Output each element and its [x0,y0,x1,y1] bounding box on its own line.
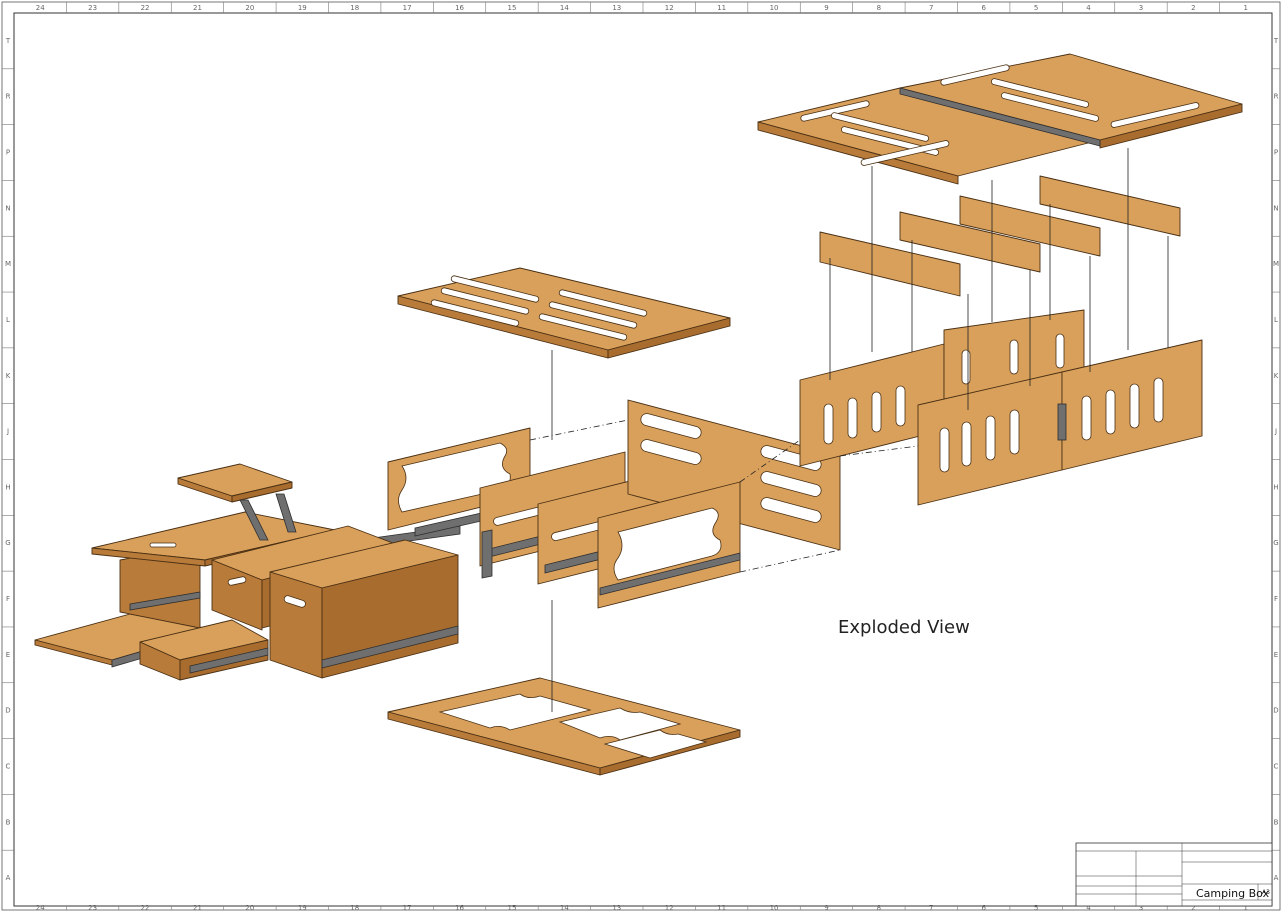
zone-label-bottom: 4 [1086,904,1091,912]
zone-label-right: T [1273,37,1279,45]
zone-label-bottom: 14 [560,904,569,912]
title-block: Camping Box A3 [1075,842,1273,907]
zone-label-right: M [1273,260,1279,268]
right-cross-bars [819,175,1181,297]
zone-label-bottom: 24 [36,904,45,912]
right-side-panels [799,309,1203,506]
zone-label-top: 12 [665,4,674,12]
zone-label-top: 11 [717,4,726,12]
zone-label-top: 6 [981,4,986,12]
zone-label-bottom: 13 [612,904,621,912]
zone-label-left: R [6,93,11,101]
zone-label-left: F [6,595,10,603]
zone-label-top: 13 [612,4,621,12]
assembled-camping-box [34,463,461,681]
zone-label-top: 8 [877,4,881,12]
zone-label-top: 15 [507,4,516,12]
zone-label-bottom: 6 [981,904,986,912]
zone-label-bottom: 5 [1034,904,1038,912]
zone-label-top: 10 [770,4,779,12]
zone-label-left: E [6,651,10,659]
zone-label-top: 22 [141,4,150,12]
assembly-leader-lines [529,148,1169,712]
zone-label-bottom: 18 [350,904,359,912]
zone-label-top: 17 [403,4,412,12]
zone-label-right: F [1274,595,1278,603]
zone-label-bottom: 9 [824,904,828,912]
zone-label-top: 24 [36,4,45,12]
zone-label-bottom: 7 [929,904,933,912]
zone-label-right: E [1274,651,1278,659]
zone-label-left: N [5,204,10,212]
zone-label-bottom: 21 [193,904,202,912]
zone-label-top: 2 [1191,4,1195,12]
zone-label-bottom: 10 [770,904,779,912]
zone-label-left: J [6,428,9,436]
zone-label-right: H [1273,483,1278,491]
zone-label-left: L [6,316,10,324]
zone-label-bottom: 8 [877,904,881,912]
zone-label-right: L [1274,316,1278,324]
zone-label-top: 21 [193,4,202,12]
zone-label-right: P [1274,149,1278,157]
zone-label-left: A [6,874,11,882]
zone-label-bottom: 3 [1139,904,1143,912]
zone-label-right: B [1274,818,1279,826]
zone-label-right: D [1273,707,1278,715]
title-block-sheet-size: A3 [1262,889,1270,896]
zone-label-left: D [5,707,10,715]
zone-label-top: 19 [298,4,307,12]
bottom-base-frame [387,677,741,776]
zone-label-bottom: 23 [88,904,97,912]
zone-label-bottom: 1 [1244,904,1248,912]
zone-label-right: G [1273,539,1278,547]
zone-label-right: K [1274,372,1279,380]
right-top-slotted-panels [757,53,1243,185]
zone-label-right: C [1274,762,1279,770]
zone-label-right: J [1274,428,1277,436]
zone-label-left: H [5,483,10,491]
zone-label-left: T [5,37,11,45]
zone-label-bottom: 11 [717,904,726,912]
zone-label-bottom: 22 [141,904,150,912]
zone-label-top: 5 [1034,4,1038,12]
zone-label-top: 14 [560,4,569,12]
zone-label-bottom: 12 [665,904,674,912]
zone-label-right: R [1274,93,1279,101]
zone-label-top: 23 [88,4,97,12]
zone-label-top: 9 [824,4,828,12]
zone-label-left: M [5,260,11,268]
zone-label-bottom: 2 [1191,904,1195,912]
zone-label-top: 1 [1244,4,1248,12]
zone-label-top: 20 [245,4,254,12]
zone-label-bottom: 15 [507,904,516,912]
zone-label-top: 7 [929,4,933,12]
zone-label-left: C [6,762,11,770]
zone-label-left: K [6,372,11,380]
zone-label-left: B [6,818,11,826]
zone-label-top: 18 [350,4,359,12]
middle-panel-group [387,399,841,609]
middle-top-slotted-panel [397,267,731,359]
zone-label-top: 4 [1086,4,1091,12]
view-label: Exploded View [838,617,970,638]
zone-label-top: 3 [1139,4,1143,12]
zone-label-bottom: 16 [455,904,464,912]
title-block-title: Camping Box [1196,887,1270,900]
zone-label-bottom: 19 [298,904,307,912]
zone-label-bottom: 20 [245,904,254,912]
zone-label-top: 16 [455,4,464,12]
zone-label-bottom: 17 [403,904,412,912]
zone-label-left: P [6,149,10,157]
zone-label-left: G [5,539,10,547]
zone-label-right: A [1274,874,1279,882]
zone-label-right: N [1273,204,1278,212]
